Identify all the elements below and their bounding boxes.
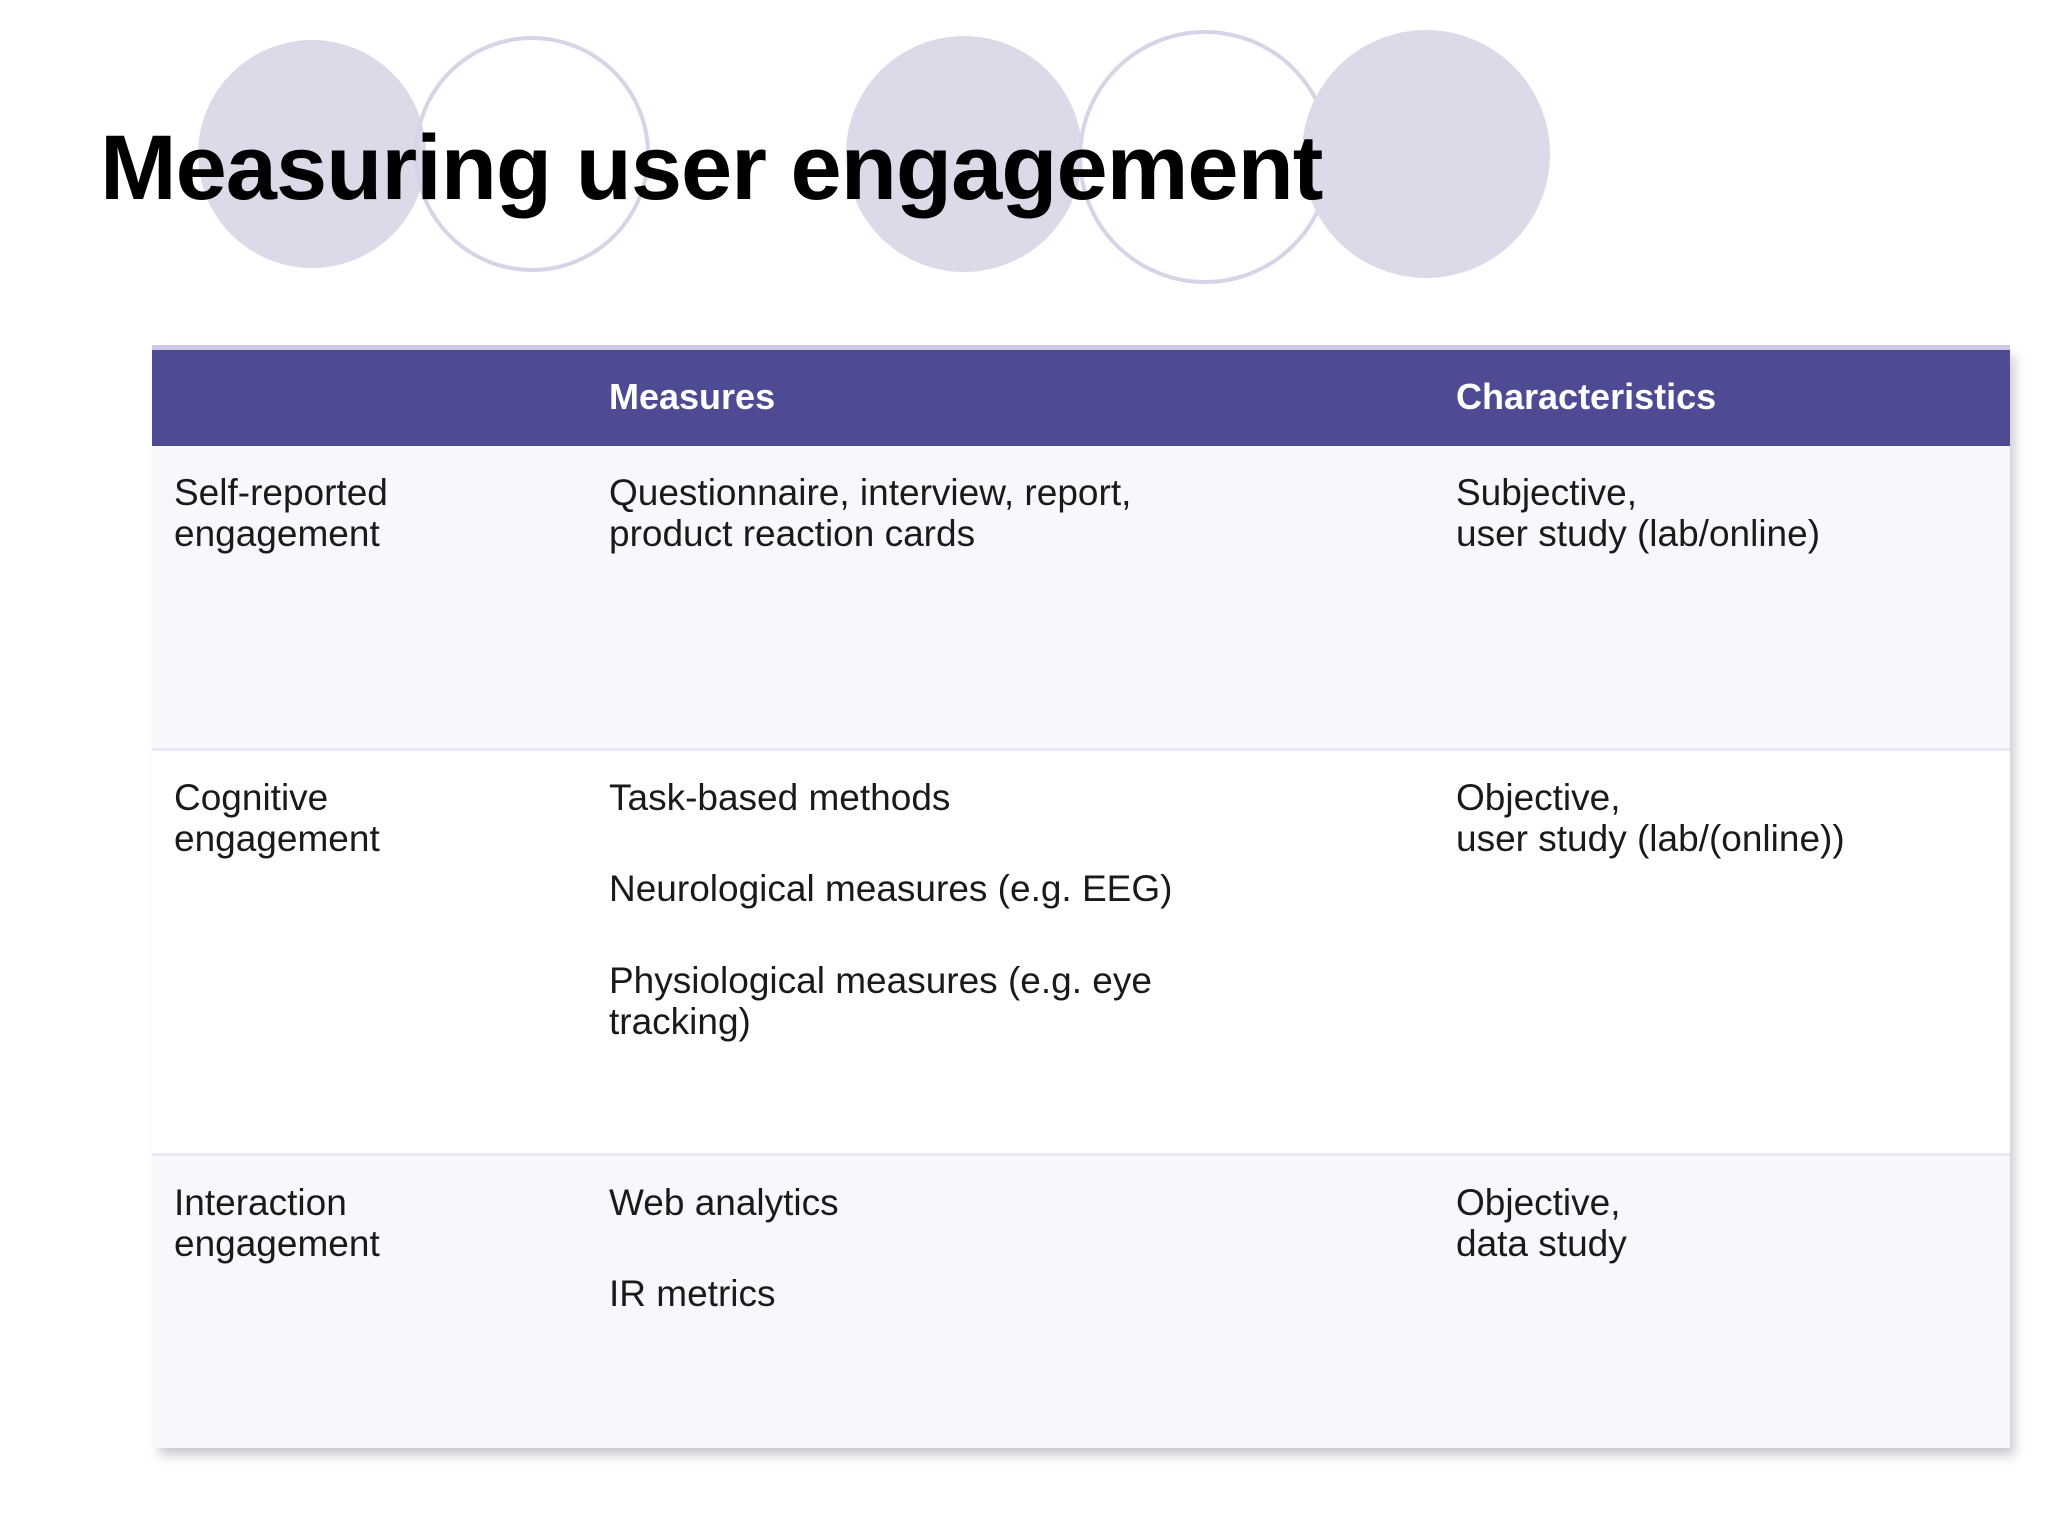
cell-measures: Task-based methods Neurological measures… [577,749,1422,1156]
cell-characteristics: Objective, data study [1422,1154,2010,1448]
measure-item: Neurological measures (e.g. EEG) [609,868,1402,909]
measure-line-1: Neurological measures (e.g. EEG) [609,868,1173,910]
characteristic-line-2: user study (lab/(online)) [1456,818,1845,860]
cell-engagement-type: Self-reported engagement [152,446,577,751]
characteristic-line-2: data study [1456,1223,1627,1265]
measure-item: IR metrics [609,1273,1402,1314]
type-line-2: engagement [174,513,380,555]
measure-item: Physiological measures (e.g. eye trackin… [609,960,1402,1043]
characteristic-line-2: user study (lab/online) [1456,513,1821,555]
cell-engagement-type: Interaction engagement [152,1154,577,1448]
type-line-1: Cognitive [174,777,329,818]
table-row: Self-reported engagement Questionnaire, … [152,446,2010,751]
column-header-characteristics: Characteristics [1422,345,2010,446]
cell-engagement-type: Cognitive engagement [152,749,577,1156]
cell-measures: Web analytics IR metrics [577,1154,1422,1448]
measure-item: Task-based methods [609,777,1402,818]
measure-line-1: Task-based methods [609,777,951,818]
characteristic-line-1: Subjective, [1456,472,1637,513]
measure-line-2: product reaction cards [609,513,976,555]
table-row: Interaction engagement Web analytics IR … [152,1154,2010,1448]
column-header-measures: Measures [577,345,1422,446]
measure-item: Questionnaire, interview, report, produc… [609,472,1402,555]
type-line-2: engagement [174,1223,380,1265]
column-header-type [152,345,577,446]
table-body: Self-reported engagement Questionnaire, … [152,446,2010,1448]
measure-line-1: Web analytics [609,1182,839,1223]
decorative-circle-5 [1302,30,1550,278]
measure-line-2: tracking) [609,1001,751,1043]
type-line-2: engagement [174,818,380,860]
table-row: Cognitive engagement Task-based methods … [152,749,2010,1156]
measure-line-1: Physiological measures (e.g. eye [609,959,1152,1001]
table-header-row: Measures Characteristics [152,345,2010,446]
measure-line-1: IR metrics [609,1273,776,1315]
type-line-1: Interaction [174,1182,347,1223]
engagement-measures-table: Measures Characteristics Self-reported e… [152,345,2010,1448]
measure-line-1: Questionnaire, interview, report, [609,472,1132,513]
cell-measures: Questionnaire, interview, report, produc… [577,446,1422,751]
characteristic-line-1: Objective, [1456,1182,1621,1223]
page-title: Measuring user engagement [100,117,1323,219]
measure-item: Web analytics [609,1182,1402,1223]
characteristic-line-1: Objective, [1456,777,1621,818]
table-header: Measures Characteristics [152,345,2010,446]
cell-characteristics: Objective, user study (lab/(online)) [1422,749,2010,1156]
cell-characteristics: Subjective, user study (lab/online) [1422,446,2010,751]
type-line-1: Self-reported [174,472,388,513]
